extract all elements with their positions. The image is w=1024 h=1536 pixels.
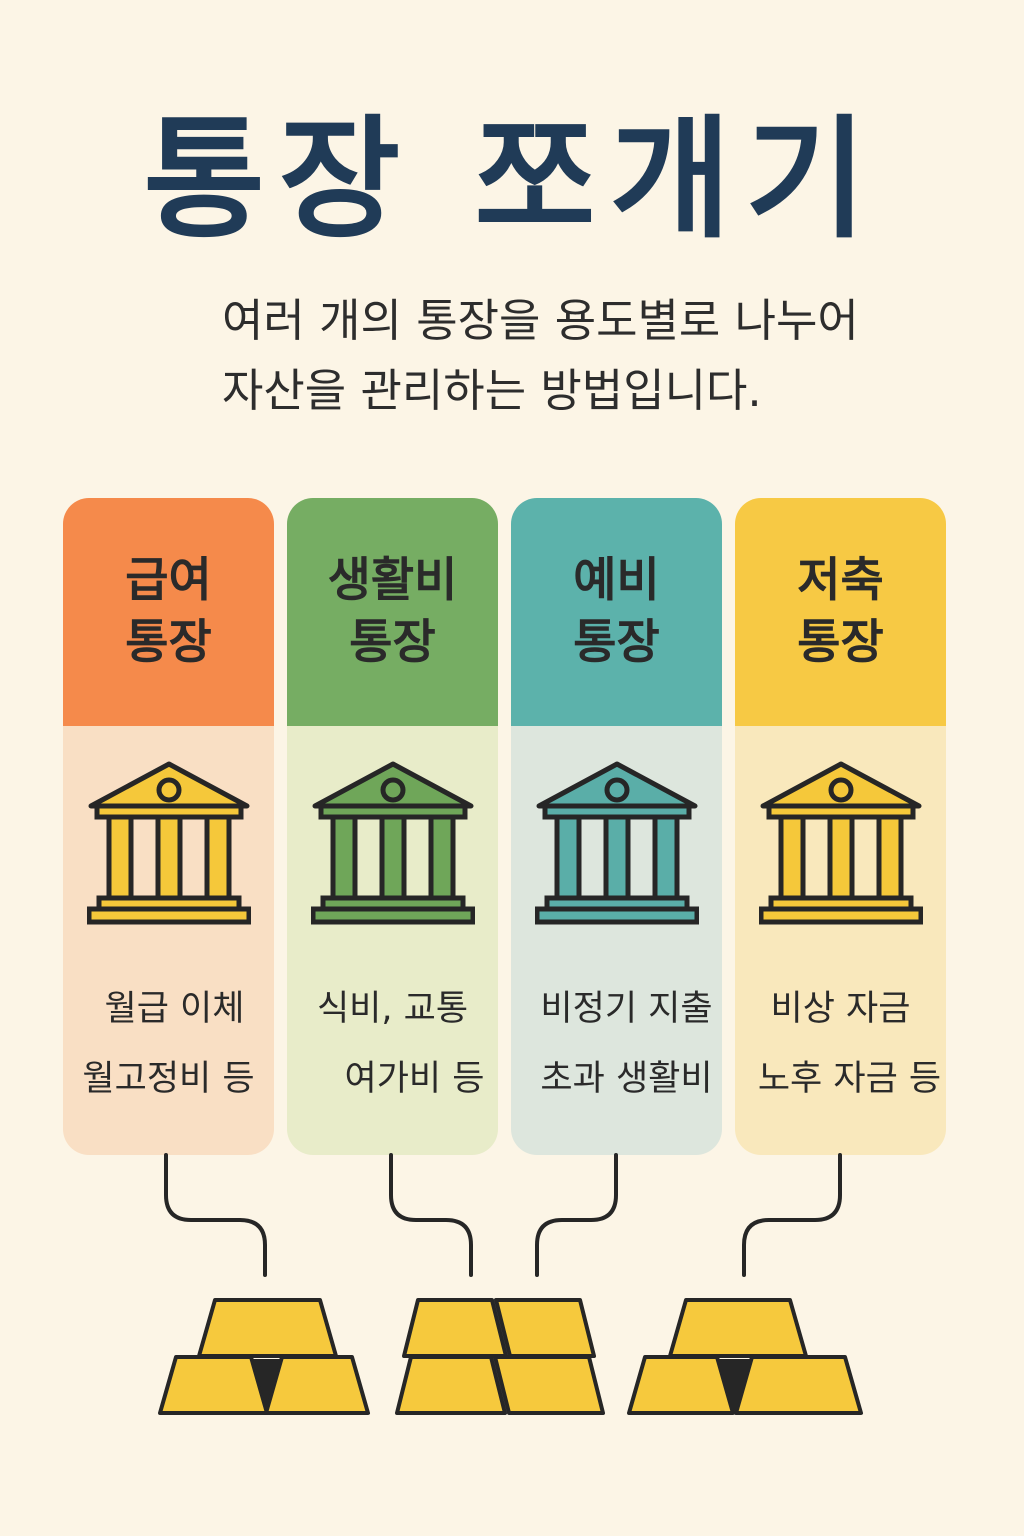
connector-line-4 [742,1153,842,1277]
gold-bar-icon [493,1355,605,1415]
connector-line-2 [389,1153,473,1277]
card-body: 비상 자금 노후 자금 등 [735,726,946,1155]
card-description: 비정기 지출 초과 생활비 [511,974,722,1114]
card-title-line-2: 통장 [797,615,884,670]
card-header: 예비 통장 [511,498,722,726]
card-desc-line-1: 비정기 지출 [540,989,713,1029]
card-title-line-1: 예비 [573,553,660,608]
page-title: 통장 쪼개기 [143,103,881,257]
gold-bar-icon [264,1355,370,1415]
card-title-line-2: 통장 [573,615,660,670]
gold-bar-icon [158,1355,269,1415]
bank-icon [535,761,699,925]
card-description: 식비, 교통 여가비 등 [287,974,498,1114]
gold-bar-icon [402,1298,508,1358]
account-card-salary: 급여 통장 월급 이체 월고정비 등 [63,498,274,1155]
card-desc-line-2: 노후 자금 등 [757,1059,942,1099]
gold-shadow [716,1359,753,1414]
account-card-savings: 저축 통장 비상 자금 노후 자금 등 [735,498,946,1155]
card-title-line-1: 생활비 [327,553,458,608]
card-header: 급여 통장 [63,498,274,726]
card-title-line-2: 통장 [349,615,436,670]
subtitle: 여러 개의 통장을 용도별로 나누어 자산을 관리하는 방법입니다. [222,286,982,426]
card-title-line-1: 급여 [125,553,212,608]
card-body: 식비, 교통 여가비 등 [287,726,498,1155]
gold-bar-icon [627,1355,735,1415]
account-card-reserve: 예비 통장 비정기 지출 초과 생활비 [511,498,722,1155]
card-desc-line-1: 식비, 교통 [316,989,469,1029]
card-body: 월급 이체 월고정비 등 [63,726,274,1155]
gold-bar-icon [734,1355,863,1415]
card-description: 월급 이체 월고정비 등 [63,974,274,1114]
gold-bar-icon [197,1298,338,1358]
card-header: 생활비 통장 [287,498,498,726]
card-title-line-2: 통장 [125,615,212,670]
bank-icon [759,761,923,925]
subtitle-line-1: 여러 개의 통장을 용도별로 나누어 [222,294,859,347]
connector-diagram [158,1153,863,1415]
card-body: 비정기 지출 초과 생활비 [511,726,722,1155]
gold-bar-icon [668,1298,808,1358]
card-header: 저축 통장 [735,498,946,726]
card-desc-line-2: 월고정비 등 [82,1059,255,1099]
subtitle-line-2: 자산을 관리하는 방법입니다. [222,364,762,417]
connector-line-1 [164,1153,267,1277]
card-desc-line-2: 초과 생활비 [540,1059,713,1099]
card-desc-line-1: 월급 이체 [104,989,245,1029]
bank-icon [87,761,251,925]
bank-icon [311,761,475,925]
card-desc-line-1: 비상 자금 [770,989,911,1029]
account-card-living: 생활비 통장 식비, 교통 여가비 등 [287,498,498,1155]
card-desc-line-2: 여가비 등 [344,1059,485,1099]
card-title-line-1: 저축 [797,553,884,608]
gold-bar-icon [494,1298,596,1358]
gold-bar-icon [395,1355,507,1415]
gold-shadow [250,1359,283,1414]
connector-line-3 [535,1153,618,1277]
card-description: 비상 자금 노후 자금 등 [735,974,946,1114]
